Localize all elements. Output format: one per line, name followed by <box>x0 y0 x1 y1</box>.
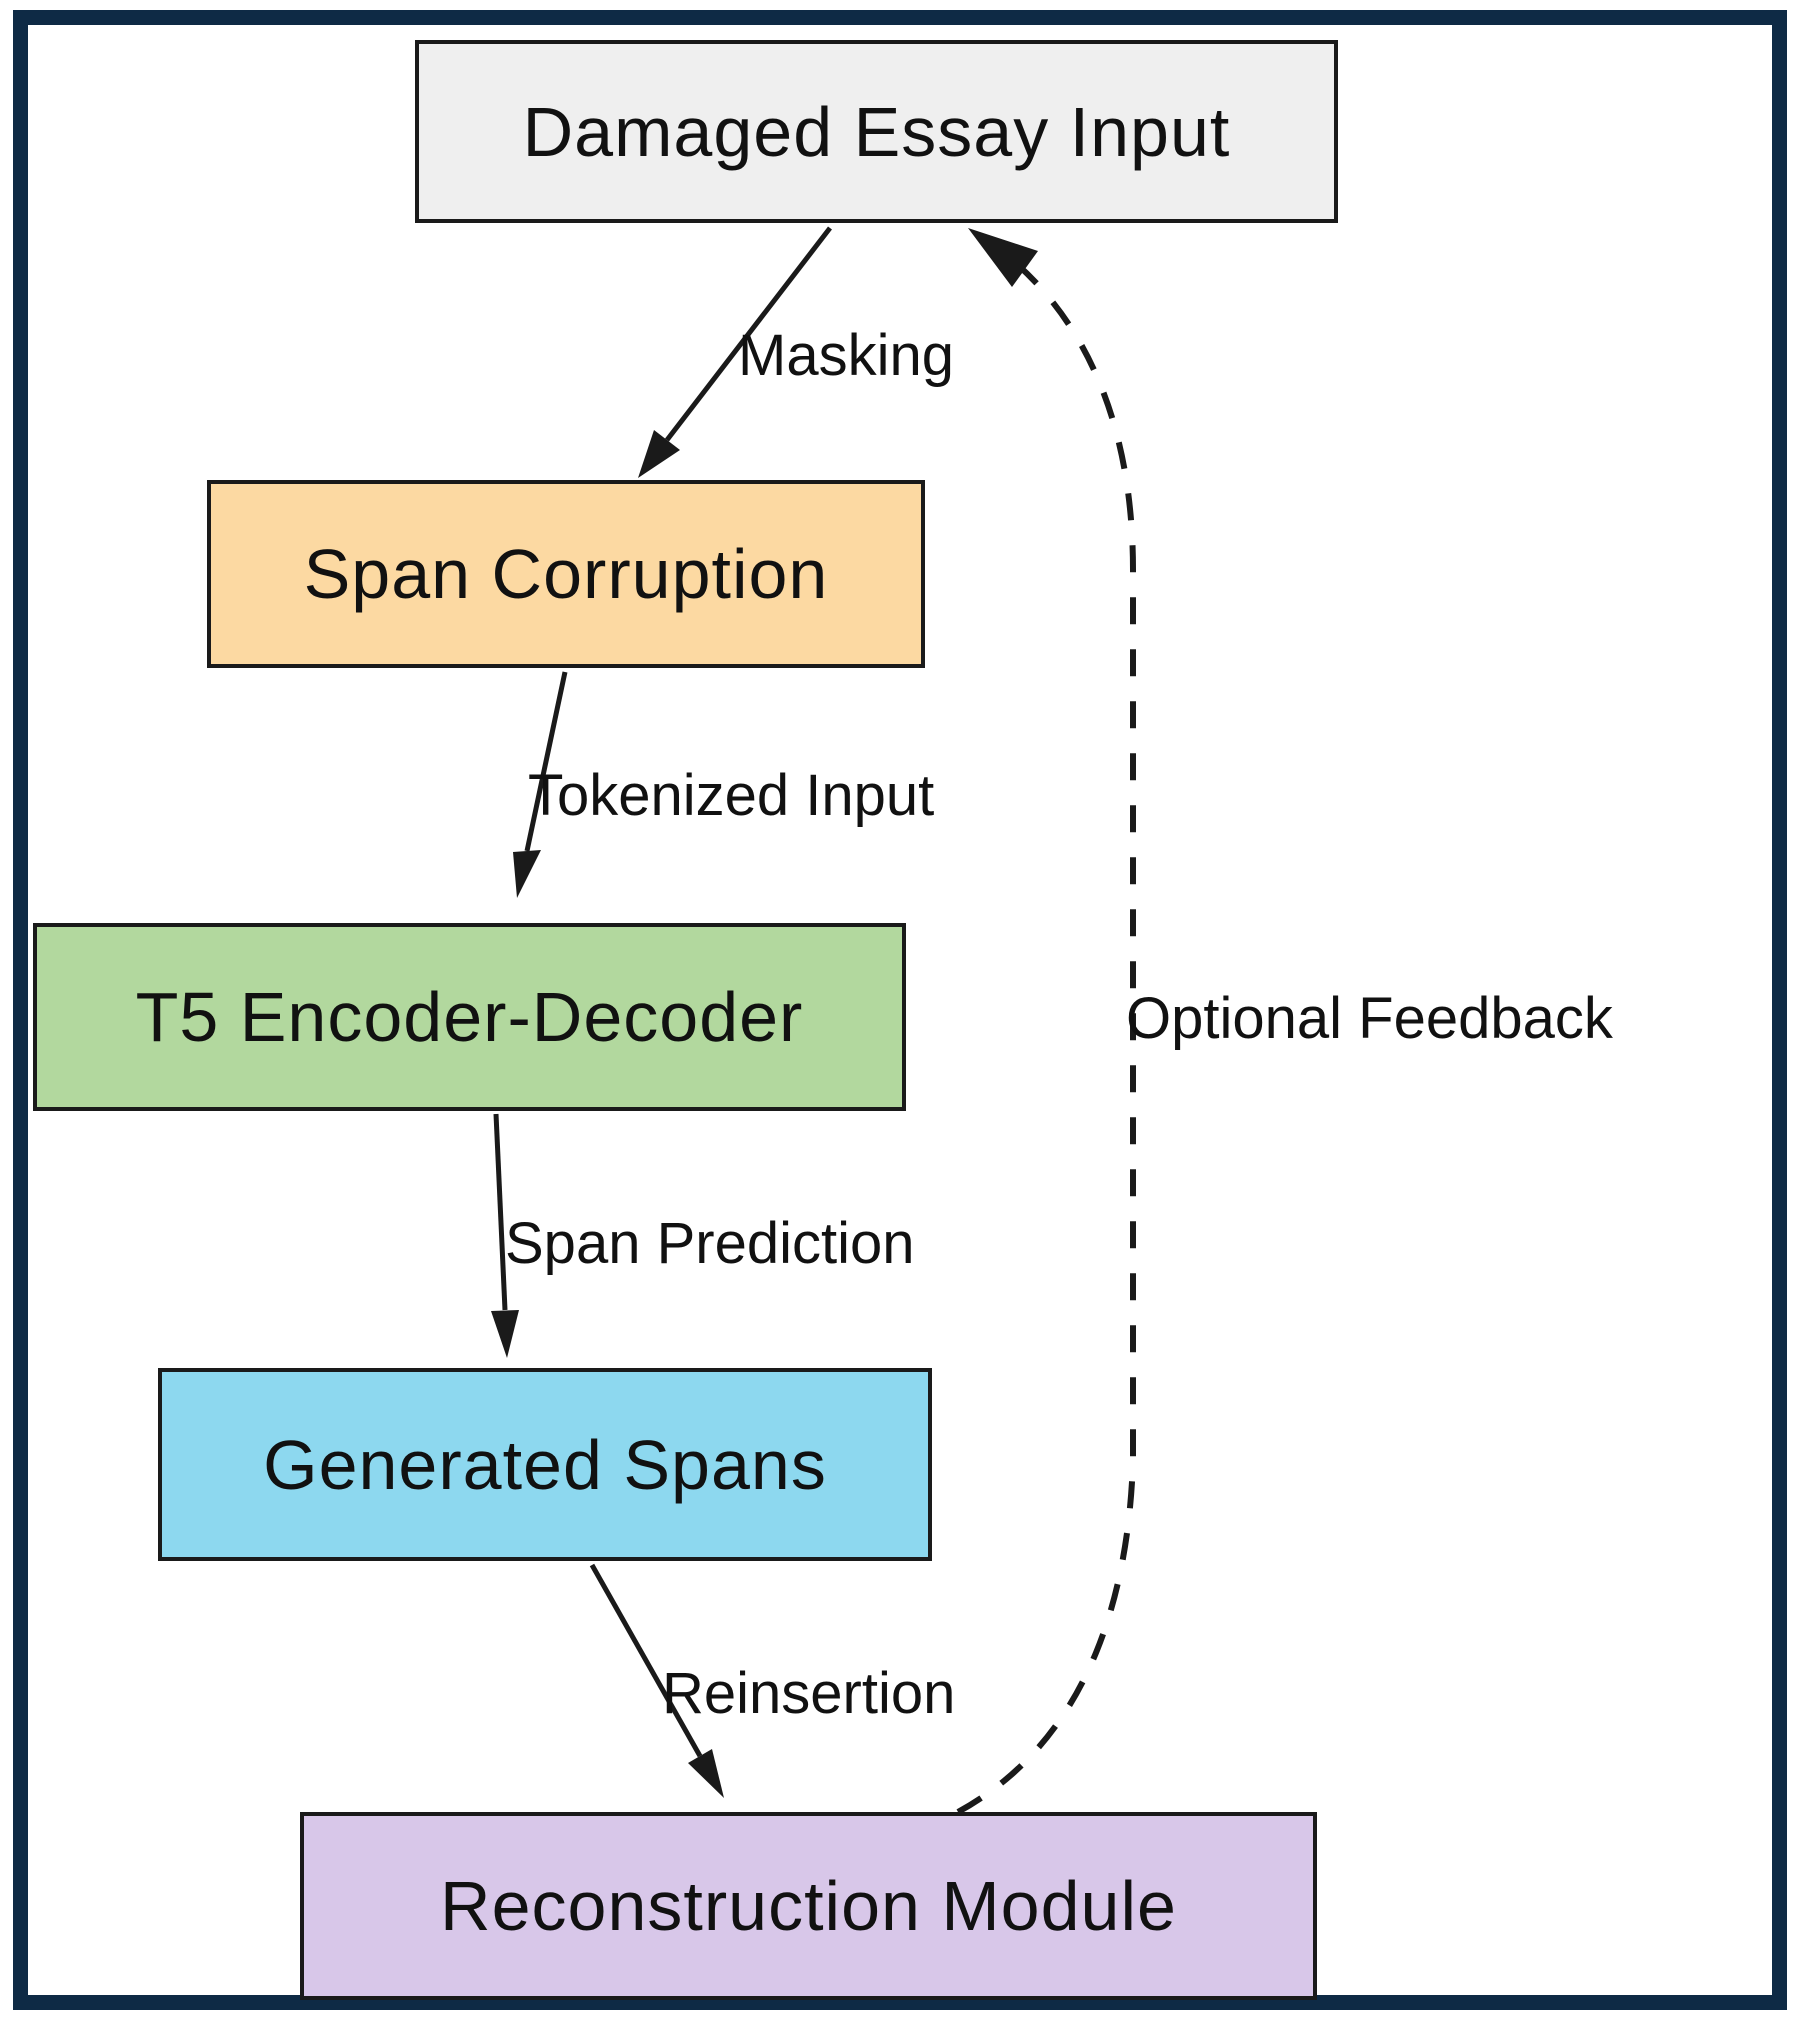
edge-label-reinsertion: Reinsertion <box>662 1661 956 1726</box>
arrow-span-prediction <box>491 1113 519 1358</box>
arrow-masking <box>638 226 832 478</box>
node-damaged-essay-input: Damaged Essay Input <box>415 40 1338 223</box>
arrow-tokenized-input <box>513 671 568 898</box>
edge-label-tokenized-input: Tokenized Input <box>528 763 935 828</box>
edge-label-optional-feedback: Optional Feedback <box>1126 986 1613 1051</box>
node-generated-spans: Generated Spans <box>158 1368 932 1561</box>
arrow-optional-feedback <box>956 228 1136 1815</box>
node-reconstruction-module: Reconstruction Module <box>300 1812 1317 2000</box>
edge-label-span-prediction: Span Prediction <box>505 1211 915 1276</box>
node-span-corruption: Span Corruption <box>207 480 925 668</box>
arrow-reinsertion <box>589 1563 724 1798</box>
edge-label-masking: Masking <box>738 323 954 388</box>
node-t5-encoder-decoder: T5 Encoder-Decoder <box>33 923 906 1111</box>
